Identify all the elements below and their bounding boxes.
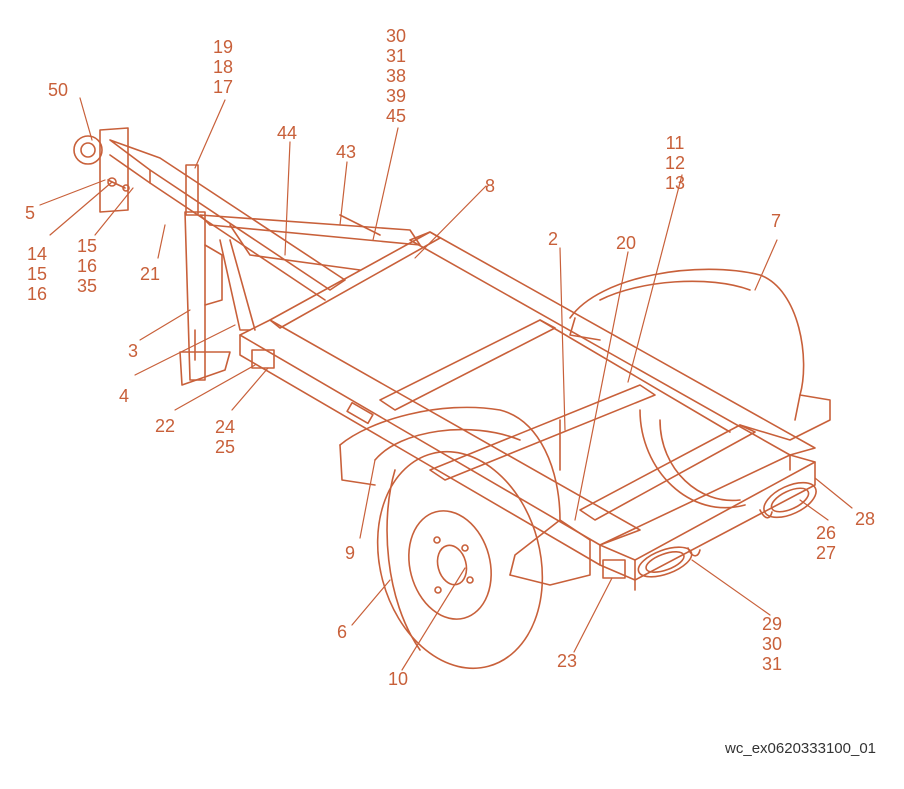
callout-23: 23	[557, 651, 577, 671]
callout-number: 31	[386, 46, 407, 66]
callout-number: 16	[77, 256, 98, 276]
callout-number: 10	[388, 669, 409, 689]
callout-number: 26	[816, 523, 837, 543]
callout-number: 5	[25, 203, 36, 223]
axle	[429, 384, 656, 481]
callout-number: 8	[485, 176, 496, 196]
callout-number: 3	[128, 341, 139, 361]
callout-number: 14	[27, 244, 48, 264]
main-frame	[239, 231, 817, 591]
callout-22: 22	[155, 416, 175, 436]
callout-3: 3	[128, 341, 138, 361]
callout-28: 28	[855, 509, 875, 529]
callout-6: 6	[337, 622, 347, 642]
callout-number: 12	[665, 153, 686, 173]
callout-number: 43	[336, 142, 357, 162]
leader-lines	[39, 97, 853, 671]
callout-number: 24	[215, 417, 236, 437]
callout-5: 5	[25, 203, 35, 223]
callout-number: 17	[213, 77, 234, 97]
callout-number: 19	[213, 37, 234, 57]
callout-number: 30	[386, 26, 407, 46]
callout-number: 29	[762, 614, 783, 634]
callout-number: 35	[77, 276, 98, 296]
rear-fender-far	[569, 268, 831, 441]
callout-44: 44	[277, 123, 297, 143]
callout-number: 22	[155, 416, 176, 436]
callout-7: 7	[771, 211, 781, 231]
callout-number: 28	[855, 509, 876, 529]
callout-number: 7	[771, 211, 782, 231]
wheel-near	[376, 450, 544, 670]
callout-number: 20	[616, 233, 637, 253]
callout-2: 2	[548, 229, 558, 249]
callout-43: 43	[336, 142, 356, 162]
callout-number: 21	[140, 264, 161, 284]
callout-9: 9	[345, 543, 355, 563]
callout-number: 25	[215, 437, 236, 457]
callout-number: 27	[816, 543, 837, 563]
callout-number: 50	[48, 80, 69, 100]
callout-number: 38	[386, 66, 407, 86]
fender-near	[339, 406, 591, 586]
callout-number: 15	[27, 264, 48, 284]
callout-8: 8	[485, 176, 495, 196]
callout-number: 16	[27, 284, 48, 304]
callout-21: 21	[140, 264, 160, 284]
callout-number: 39	[386, 86, 407, 106]
callout-number: 30	[762, 634, 783, 654]
callout-50: 50	[48, 80, 68, 100]
callout-20: 20	[616, 233, 636, 253]
a-frame	[199, 214, 421, 331]
callout-number: 9	[345, 543, 356, 563]
callout-number: 11	[665, 133, 685, 153]
callout-number: 44	[277, 123, 298, 143]
callout-number: 15	[77, 236, 98, 256]
callout-number: 45	[386, 106, 407, 126]
wheel-far	[639, 409, 746, 509]
callout-number: 6	[337, 622, 348, 642]
reference-code: wc_ex0620333100_01	[725, 740, 876, 757]
tongue	[73, 127, 346, 301]
jack-stand	[179, 164, 231, 386]
callout-10: 10	[388, 669, 408, 689]
callout-number: 4	[119, 386, 130, 406]
callout-number: 31	[762, 654, 783, 674]
callout-number: 18	[213, 57, 234, 77]
callout-number: 13	[665, 173, 686, 193]
callout-4: 4	[119, 386, 129, 406]
callout-number: 23	[557, 651, 578, 671]
callout-number: 2	[548, 229, 559, 249]
